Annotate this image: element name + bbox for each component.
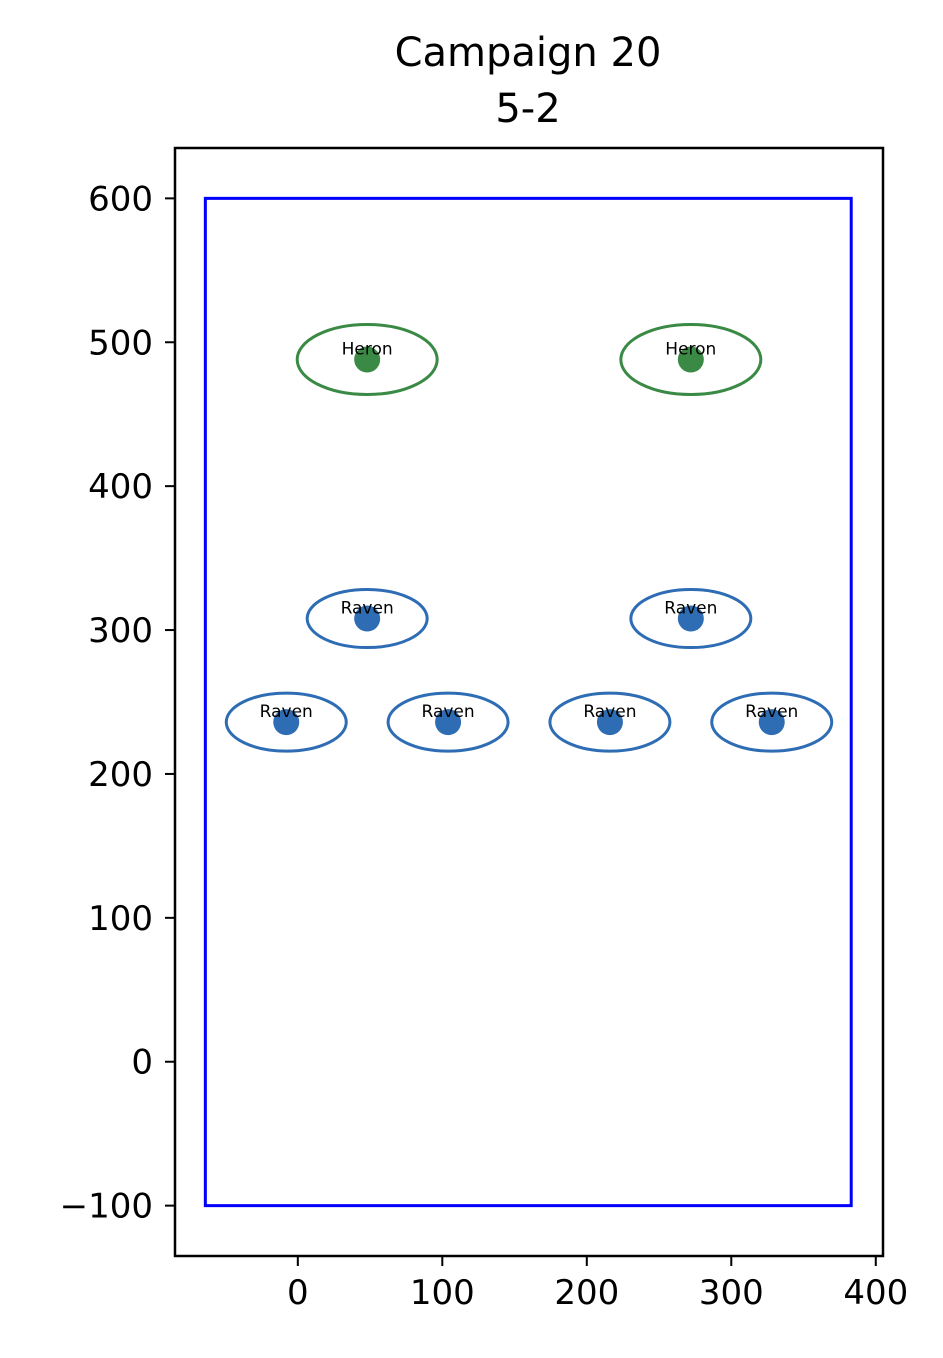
y-tick-label: 100 <box>88 899 153 939</box>
plot-area: 0 100 200 300 400 −100 0 100 200 300 400 500 600Hero… <box>60 146 908 1313</box>
point-ring <box>295 323 439 397</box>
point-label: Raven <box>664 599 717 619</box>
point-ring <box>305 588 429 650</box>
axes-frame <box>173 146 885 1258</box>
point-ring <box>548 691 672 753</box>
data-point <box>758 709 785 736</box>
x-tick-label: 100 <box>410 1273 475 1313</box>
point-ring <box>710 691 834 753</box>
data-point <box>677 605 704 632</box>
y-tick-label: 300 <box>88 611 153 651</box>
point-label: Raven <box>745 702 798 722</box>
data-point <box>435 709 462 736</box>
data-point <box>354 605 381 632</box>
x-tick-label: 400 <box>843 1273 908 1313</box>
boundary-rectangle <box>203 196 853 1208</box>
data-point <box>596 709 623 736</box>
x-tick-label: 300 <box>699 1273 764 1313</box>
chart-subtitle: 5-2 <box>495 86 560 132</box>
point-label: Raven <box>260 702 313 722</box>
point-ring <box>224 691 348 753</box>
point-label: Raven <box>422 702 475 722</box>
y-tick-label: 600 <box>88 179 153 219</box>
point-label: Raven <box>341 599 394 619</box>
point-ring <box>386 691 510 753</box>
x-tick-label: 200 <box>554 1273 619 1313</box>
data-point <box>273 709 300 736</box>
chart-title: Campaign 20 <box>395 30 662 76</box>
y-tick-label: 500 <box>88 323 153 363</box>
point-ring <box>619 323 763 397</box>
point-ring <box>629 588 753 650</box>
x-tick-label: 0 <box>287 1273 309 1313</box>
y-tick-label: −100 <box>60 1187 153 1227</box>
point-label: Heron <box>665 340 716 360</box>
y-tick-label: 0 <box>131 1043 153 1083</box>
y-tick-label: 200 <box>88 755 153 795</box>
data-point <box>354 346 381 373</box>
y-tick-label: 400 <box>88 467 153 507</box>
data-point <box>677 346 704 373</box>
point-label: Heron <box>342 340 393 360</box>
point-label: Raven <box>583 702 636 722</box>
